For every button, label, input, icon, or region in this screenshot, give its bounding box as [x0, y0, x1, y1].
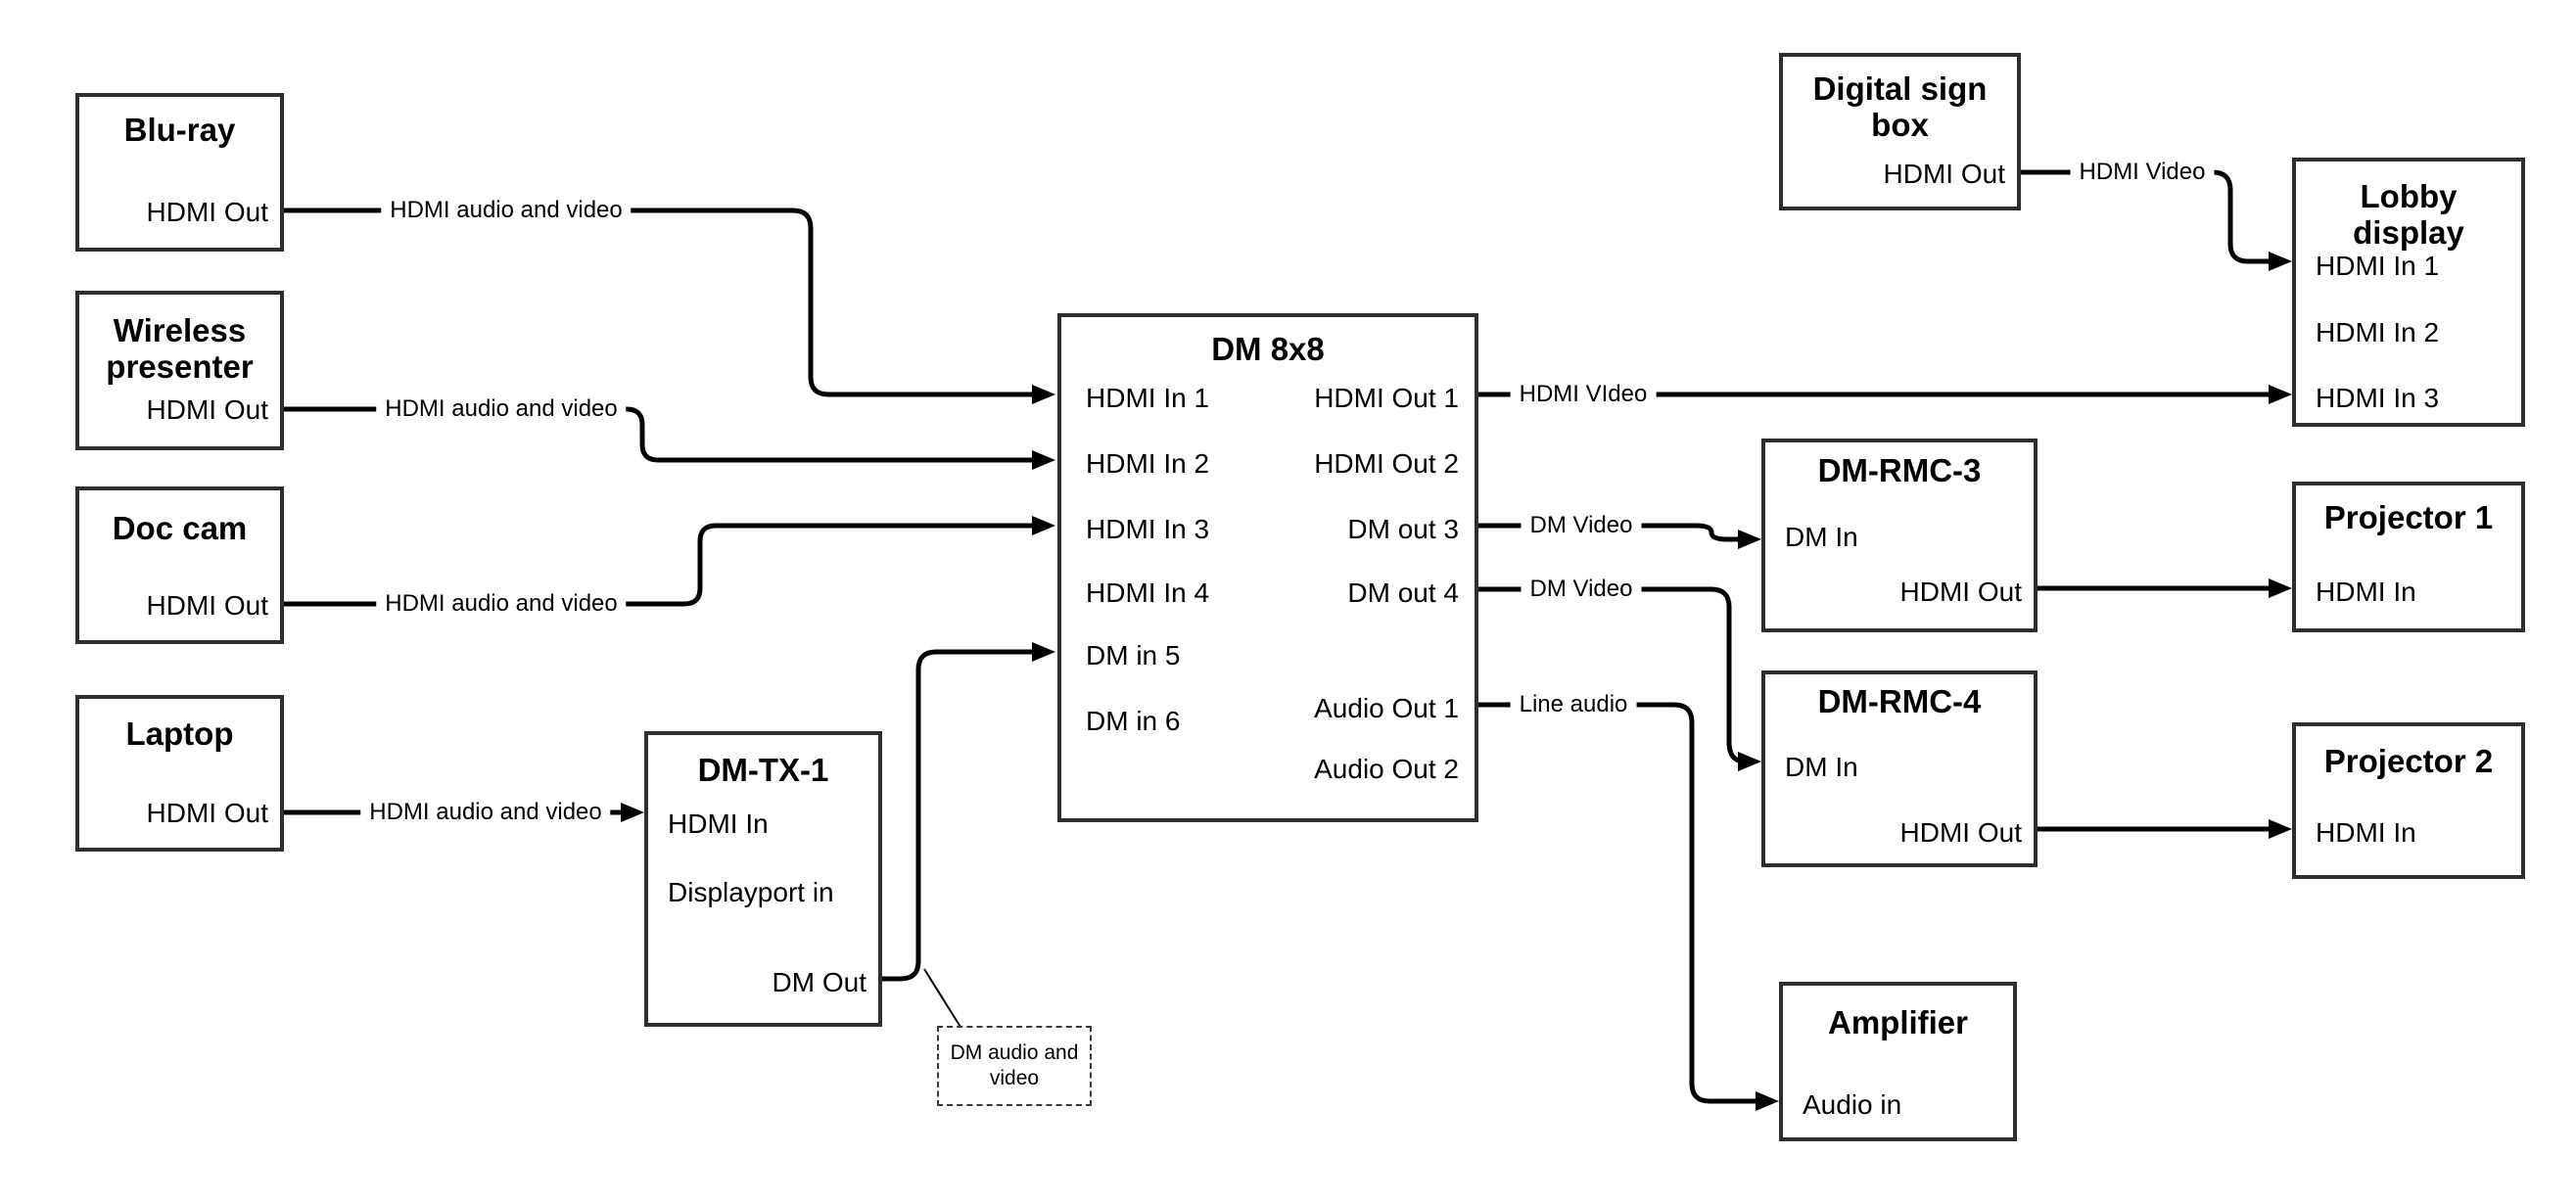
port-dm-in: DM In — [1785, 522, 1858, 552]
device-laptop: Laptop HDMI Out — [75, 695, 284, 852]
port-hdmi-in: HDMI In — [668, 808, 769, 839]
wire-dm-out-3-to-rmc3 — [1478, 523, 1740, 542]
port-hdmi-out: HDMI Out — [146, 590, 268, 621]
port-hdmi-out: HDMI Out — [1899, 817, 2022, 848]
device-amplifier: Amplifier Audio in — [1779, 982, 2017, 1141]
wire-bluray-to-hdmi-in-1 — [284, 208, 1034, 397]
wire-dm-out-4-to-rmc4 — [1478, 586, 1746, 764]
device-title: Blu-ray — [123, 112, 236, 148]
arrowhead — [2269, 385, 2292, 404]
port-dm-out-4: DM out 4 — [1347, 577, 1459, 608]
port-hdmi-in: HDMI In — [2316, 817, 2416, 848]
port-hdmi-out: HDMI Out — [146, 798, 268, 828]
wire-label-hdmi-audio-video-2: HDMI audio and video — [376, 395, 627, 423]
device-title: Lobby display — [2353, 178, 2464, 251]
device-title: DM 8x8 — [1211, 331, 1325, 367]
wire-label-hdmi-audio-video-3: HDMI audio and video — [376, 590, 627, 618]
port-dm-in-5: DM in 5 — [1086, 640, 1181, 670]
port-hdmi-in-1: HDMI In 1 — [1086, 383, 1210, 413]
device-title: DM-RMC-3 — [1817, 452, 1982, 488]
arrowhead — [1032, 385, 1055, 404]
arrowhead — [1738, 752, 1761, 771]
annotation-dm-audio-and-video: DM audio and video — [937, 1026, 1092, 1106]
port-hdmi-in-4: HDMI In 4 — [1086, 577, 1210, 608]
device-dm-tx-1: DM-TX-1 HDMI In Displayport in DM Out — [644, 731, 882, 1027]
wire-wireless-to-hdmi-in-2 — [284, 406, 1034, 463]
device-dm-8x8: DM 8x8 HDMI In 1 HDMI In 2 HDMI In 3 HDM… — [1057, 313, 1478, 822]
device-title: Amplifier — [1827, 1004, 1969, 1040]
wire-sign-to-lobby — [2021, 169, 2269, 264]
device-digital-sign-box: Digital sign box HDMI Out — [1779, 53, 2021, 210]
wire-label-hdmi-video-sign: HDMI Video — [2070, 159, 2215, 186]
arrowhead — [1756, 1091, 1779, 1111]
wire-label-hdmi-audio-video-4: HDMI audio and video — [360, 799, 611, 826]
device-title: Projector 1 — [2323, 499, 2494, 535]
port-dm-out-3: DM out 3 — [1347, 514, 1459, 544]
annotation-callout-line — [923, 968, 964, 1033]
device-title: Doc cam — [112, 510, 248, 546]
arrowhead — [2269, 252, 2292, 271]
port-hdmi-in: HDMI In — [2316, 577, 2416, 607]
port-dm-out: DM Out — [772, 967, 866, 997]
port-hdmi-out: HDMI Out — [1899, 577, 2022, 607]
device-doc-cam: Doc cam HDMI Out — [75, 486, 284, 644]
wire-label-hdmi-video-out1: HDMI VIdeo — [1510, 381, 1657, 408]
port-hdmi-out-2: HDMI Out 2 — [1314, 448, 1459, 479]
port-hdmi-in-3: HDMI In 3 — [2316, 383, 2440, 413]
port-hdmi-in-1: HDMI In 1 — [2316, 251, 2440, 281]
device-title: Digital sign box — [1812, 70, 1988, 143]
port-hdmi-out: HDMI Out — [1883, 159, 2005, 189]
device-dm-rmc-4: DM-RMC-4 DM In HDMI Out — [1761, 670, 2037, 867]
arrowhead — [1032, 450, 1055, 470]
port-dm-in-6: DM in 6 — [1086, 706, 1181, 736]
wire-dmtx1-to-dm-in-5 — [882, 649, 1034, 982]
device-bluray: Blu-ray HDMI Out — [75, 93, 284, 252]
arrowhead — [1032, 516, 1055, 535]
device-projector-1: Projector 1 HDMI In — [2292, 482, 2525, 632]
wire-label-dm-video-out3: DM Video — [1521, 512, 1642, 539]
arrowhead — [621, 803, 644, 822]
port-hdmi-in-3: HDMI In 3 — [1086, 514, 1210, 544]
device-title: Wireless presenter — [106, 312, 254, 385]
device-projector-2: Projector 2 HDMI In — [2292, 722, 2525, 879]
arrowhead — [1032, 642, 1055, 662]
port-hdmi-in-2: HDMI In 2 — [2316, 317, 2440, 347]
device-title: Laptop — [125, 716, 234, 752]
port-audio-out-2: Audio Out 2 — [1314, 754, 1459, 784]
port-hdmi-out-1: HDMI Out 1 — [1314, 383, 1459, 413]
arrowhead — [2269, 578, 2292, 598]
device-title: Projector 2 — [2323, 743, 2494, 779]
arrowhead — [1738, 530, 1761, 549]
device-lobby-display: Lobby display HDMI In 1 HDMI In 2 HDMI I… — [2292, 158, 2525, 427]
device-title: DM-TX-1 — [697, 752, 829, 788]
port-audio-in: Audio in — [1803, 1089, 1902, 1120]
port-displayport-in: Displayport in — [668, 877, 834, 907]
wire-label-line-audio: Line audio — [1510, 691, 1637, 718]
wire-audio-out-1-to-amp — [1478, 702, 1756, 1104]
port-dm-in: DM In — [1785, 752, 1858, 782]
port-hdmi-in-2: HDMI In 2 — [1086, 448, 1210, 479]
port-audio-out-1: Audio Out 1 — [1314, 693, 1459, 723]
arrowhead — [2269, 819, 2292, 839]
device-dm-rmc-3: DM-RMC-3 DM In HDMI Out — [1761, 439, 2037, 632]
port-hdmi-out: HDMI Out — [146, 394, 268, 425]
port-hdmi-out: HDMI Out — [146, 197, 268, 227]
wire-label-hdmi-audio-video-1: HDMI audio and video — [381, 197, 632, 224]
device-wireless-presenter: Wireless presenter HDMI Out — [75, 291, 284, 450]
device-title: DM-RMC-4 — [1817, 683, 1982, 719]
wire-label-dm-video-out4: DM Video — [1521, 576, 1642, 603]
wire-doccam-to-hdmi-in-3 — [284, 523, 1034, 607]
